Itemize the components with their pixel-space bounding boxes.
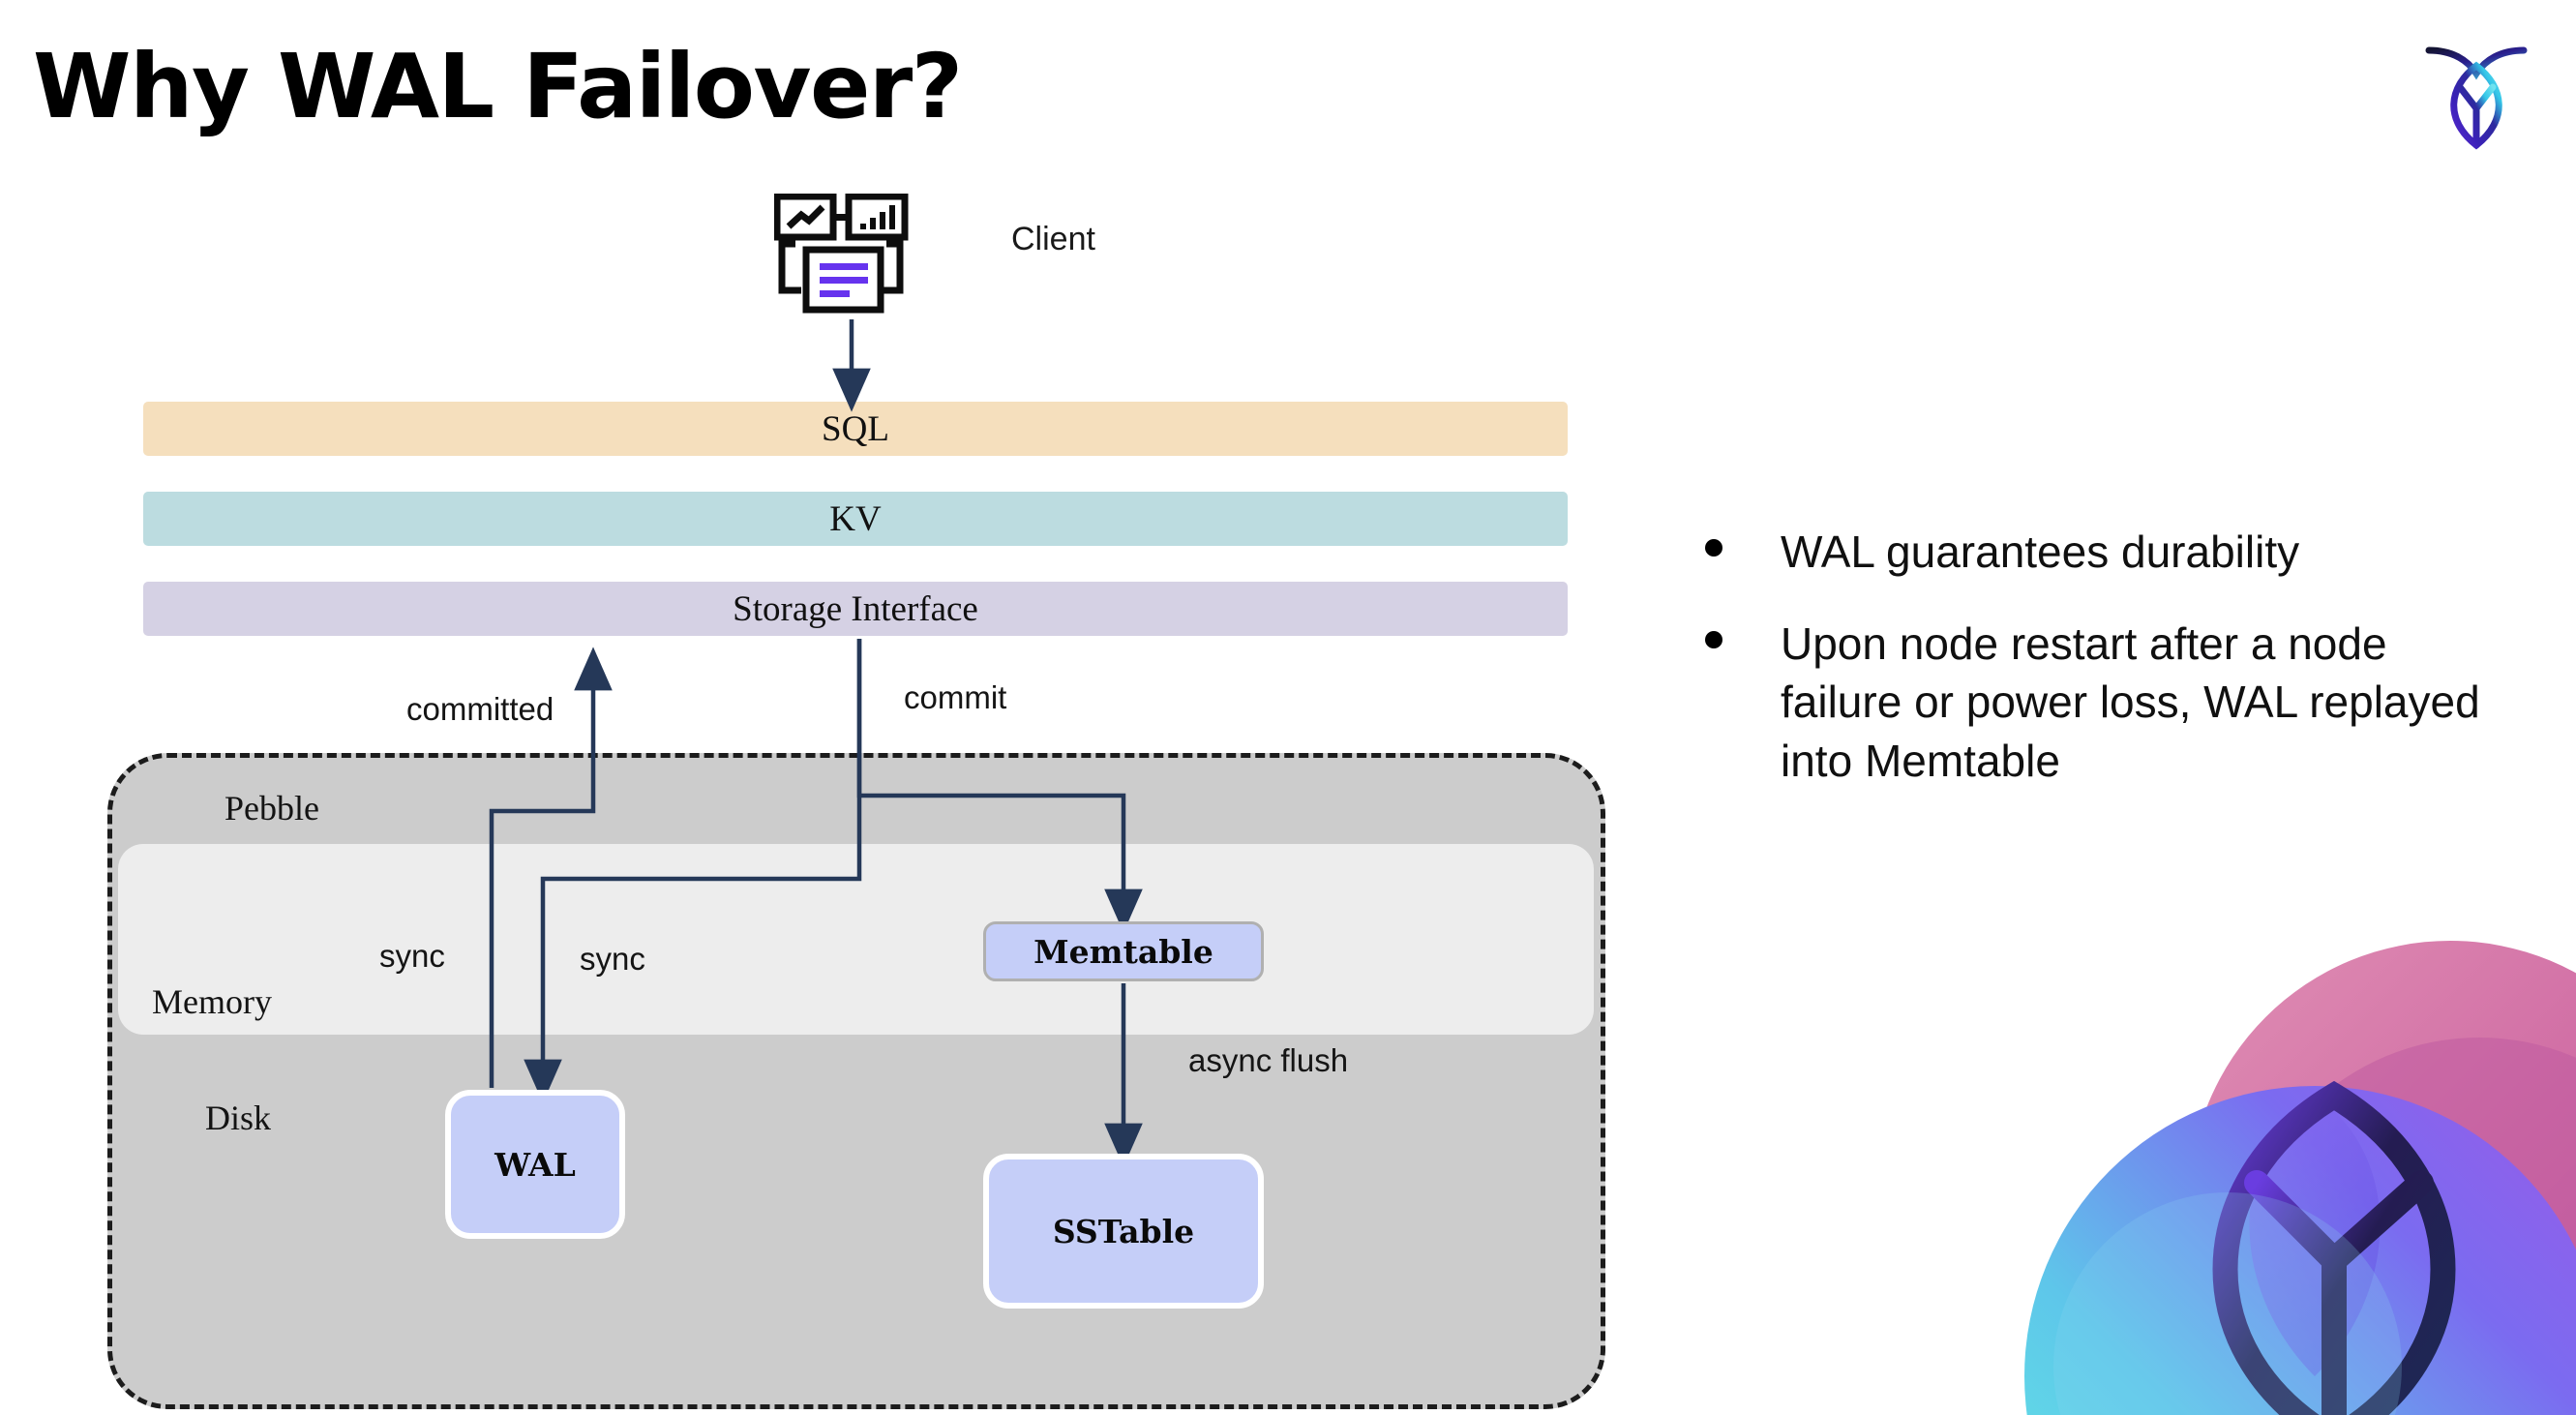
bullet-text: WAL guarantees durability [1781,527,2300,577]
bullet-dot-icon [1705,539,1722,557]
list-item: WAL guarantees durability [1705,523,2508,582]
list-item: Upon node restart after a node failure o… [1705,615,2508,791]
bullet-dot-icon [1705,630,1722,648]
pebble-label: Pebble [225,789,319,828]
layer-bar-sql-label: SQL [822,408,889,449]
node-wal: WAL [445,1090,625,1239]
layer-bar-storage-interface: Storage Interface [143,582,1568,636]
layer-bar-kv-label: KV [829,498,882,539]
node-sstable-label: SSTable [1052,1212,1195,1250]
bullet-text: Upon node restart after a node failure o… [1781,617,2480,787]
node-memtable-label: Memtable [1033,932,1213,971]
edge-label-commit: commit [904,679,1007,715]
decorative-circles-art [1937,912,2576,1415]
layer-bar-kv: KV [143,492,1568,546]
disk-label: Disk [205,1099,272,1137]
layer-bar-sql: SQL [143,402,1568,456]
edge-label-sync-left: sync [379,938,445,974]
edge-label-committed: committed [406,691,554,727]
client-label: Client [1011,221,1095,257]
edge-label-sync-right: sync [580,941,645,977]
node-sstable: SSTable [983,1154,1264,1309]
bullet-list: WAL guarantees durability Upon node rest… [1705,523,2508,824]
memory-band [118,844,1594,1035]
node-wal-label: WAL [494,1145,576,1184]
layer-bar-storage-interface-label: Storage Interface [733,588,978,629]
edge-label-async-flush: async flush [1188,1042,1349,1078]
node-memtable: Memtable [983,921,1264,981]
cockroachdb-logo [2411,31,2541,153]
client-dashboard-icon [773,193,929,319]
page-title: Why WAL Failover? [33,35,963,138]
memory-label: Memory [152,982,272,1021]
